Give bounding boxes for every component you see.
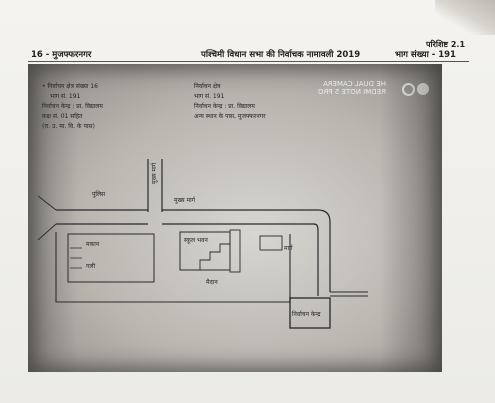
page-corner-fold	[435, 0, 495, 35]
outer-boundary	[55, 232, 291, 303]
appendix-label: परिशिष्ट 2.1	[426, 40, 466, 49]
note-left-5: (रा. उ. मा. वि. के पास)	[42, 122, 95, 130]
center-block-label: स्कूल भवन	[184, 237, 208, 244]
sketch-map-photo: • निर्वाचन क्षेत्र संख्या 16 भाग सं. 191…	[28, 64, 442, 372]
right-small-building	[259, 235, 283, 251]
note-right-3: निर्वाचन केन्द्र : प्रा. विद्यालय	[194, 102, 255, 110]
note-left-1: • निर्वाचन क्षेत्र संख्या 16	[42, 82, 98, 90]
center-building	[179, 231, 231, 271]
right-road-label: मार्ग	[284, 244, 294, 252]
main-road-lines	[56, 209, 331, 296]
note-right-4: अन्य स्थान के पास, मुजफ्फरनगर	[194, 112, 266, 120]
part-number-label: भाग संख्या - 191	[395, 50, 456, 60]
camera-watermark: HE DUAL CAMERA REDMI NOTE 5 PRO	[318, 80, 386, 96]
header-rule	[28, 61, 469, 62]
left-compound	[67, 233, 155, 283]
note-left-3: निर्वाचन केन्द्र : प्रा. विद्यालय	[42, 102, 103, 110]
center-sub-label: मैदान	[206, 278, 218, 286]
left-block-label-b: गली	[86, 262, 95, 270]
road-right-exit	[330, 291, 368, 297]
camera-ring-icon	[402, 83, 415, 96]
center-annex	[229, 229, 241, 273]
note-left-2: भाग सं. 191	[50, 93, 81, 100]
center-steps	[199, 232, 231, 270]
hand-drawn-map: • निर्वाचन क्षेत्र संख्या 16 भाग सं. 191…	[37, 82, 368, 329]
polling-station-label: निर्वाचन केन्द्र	[292, 310, 321, 318]
north-road-label: मुख्य मार्ग	[150, 162, 158, 184]
note-left-4: कक्ष सं. 01 सहित	[42, 112, 83, 120]
roll-title: पश्चिमी विधान सभा की निर्वाचक नामावली 20…	[201, 50, 361, 60]
polling-station-box	[289, 297, 331, 329]
left-block-label-a: मकान	[86, 241, 100, 248]
road-left-end	[37, 195, 57, 241]
district-label: 16 - मुजफ्फरनगर	[31, 50, 92, 60]
note-right-2: भाग सं. 191	[194, 93, 225, 100]
note-right-1: निर्वाचन क्षेत्र	[194, 82, 221, 90]
north-road-lines	[147, 159, 163, 212]
camera-dot-icon	[417, 83, 429, 95]
top-label-b: मुख्य मार्ग	[174, 196, 196, 204]
left-compound-ticks	[70, 247, 82, 269]
top-label-a: पुलिस	[92, 190, 106, 198]
